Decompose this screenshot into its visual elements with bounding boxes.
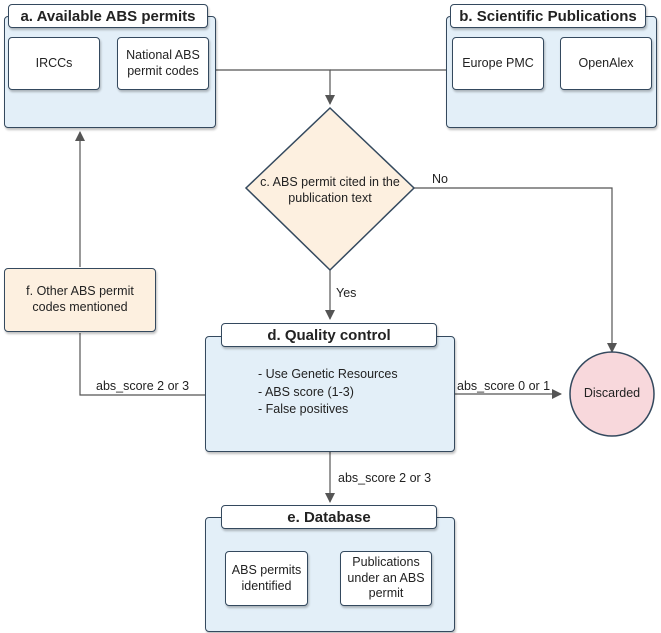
edge-label-score-23-left: abs_score 2 or 3 [96, 379, 190, 393]
openalex-box: OpenAlex [560, 37, 652, 90]
discarded-label: Discarded [583, 386, 641, 400]
edge-label-no: No [432, 172, 448, 186]
edge-label-score-23-down: abs_score 2 or 3 [338, 471, 432, 485]
quality-control-title: d. Quality control [221, 323, 437, 347]
edge-label-yes: Yes [336, 286, 357, 300]
edge-d-to-f [79, 333, 205, 396]
qc-item-genetic-resources: - Use Genetic Resources [258, 367, 398, 381]
other-codes-box: f. Other ABS permit codes mentioned [4, 268, 156, 332]
national-codes-box: National ABS permit codes [117, 37, 209, 90]
decision-text: c. ABS permit cited in the publication t… [260, 175, 400, 206]
irccs-box: IRCCs [8, 37, 100, 90]
qc-item-false-positives: - False positives [258, 402, 349, 416]
europe-pmc-box: Europe PMC [452, 37, 544, 90]
quality-control-criteria: - Use Genetic Resources - ABS score (1-3… [258, 366, 398, 419]
qc-item-abs-score: - ABS score (1-3) [258, 384, 354, 399]
scientific-publications-title: b. Scientific Publications [450, 4, 646, 28]
publications-under-permit-box: Publications under an ABS permit [340, 551, 432, 606]
decision-diamond [244, 106, 416, 272]
abs-permits-identified-box: ABS permits identified [225, 551, 308, 606]
database-title: e. Database [221, 505, 437, 529]
edge-a-to-c [210, 69, 335, 105]
edge-label-score-01: abs_score 0 or 1 [457, 379, 551, 393]
available-permits-title: a. Available ABS permits [8, 4, 208, 28]
edge-c-to-discarded-no [414, 187, 617, 353]
discarded-circle [569, 351, 655, 437]
